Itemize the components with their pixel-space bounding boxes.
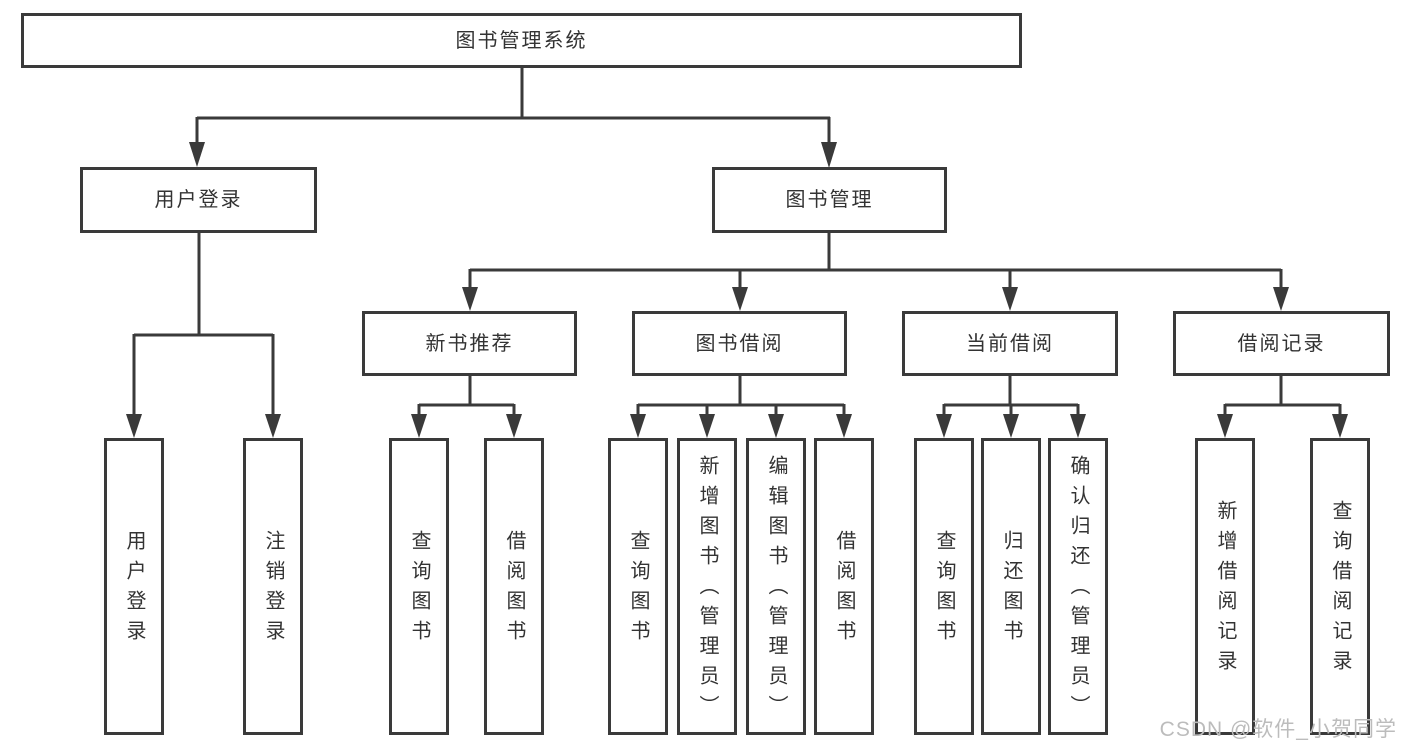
leaf-add-borrow-record: 新增借阅记录: [1195, 438, 1255, 735]
node-current-borrow: 当前借阅: [902, 311, 1118, 376]
node-new-book-recommend: 新书推荐: [362, 311, 577, 376]
node-root-system: 图书管理系统: [21, 13, 1022, 68]
leaf-borrow-book: 借阅图书: [814, 438, 874, 735]
leaf-current-query-book: 查询图书: [914, 438, 974, 735]
leaf-recommend-query-book: 查询图书: [389, 438, 449, 735]
leaf-logout: 注销登录: [243, 438, 303, 735]
node-user-login: 用户登录: [80, 167, 317, 233]
node-book-borrow: 图书借阅: [632, 311, 847, 376]
leaf-recommend-borrow-book: 借阅图书: [484, 438, 544, 735]
leaf-query-borrow-record: 查询借阅记录: [1310, 438, 1370, 735]
node-book-management: 图书管理: [712, 167, 947, 233]
leaf-return-book: 归还图书: [981, 438, 1041, 735]
csdn-watermark: CSDN @软件_小贺同学: [1159, 718, 1397, 741]
leaf-confirm-return-admin: 确认归还（管理员）: [1048, 438, 1108, 735]
leaf-edit-book-admin: 编辑图书（管理员）: [746, 438, 806, 735]
leaf-borrow-query-book: 查询图书: [608, 438, 668, 735]
leaf-add-book-admin: 新增图书（管理员）: [677, 438, 737, 735]
node-borrow-records: 借阅记录: [1173, 311, 1390, 376]
leaf-user-login: 用户登录: [104, 438, 164, 735]
